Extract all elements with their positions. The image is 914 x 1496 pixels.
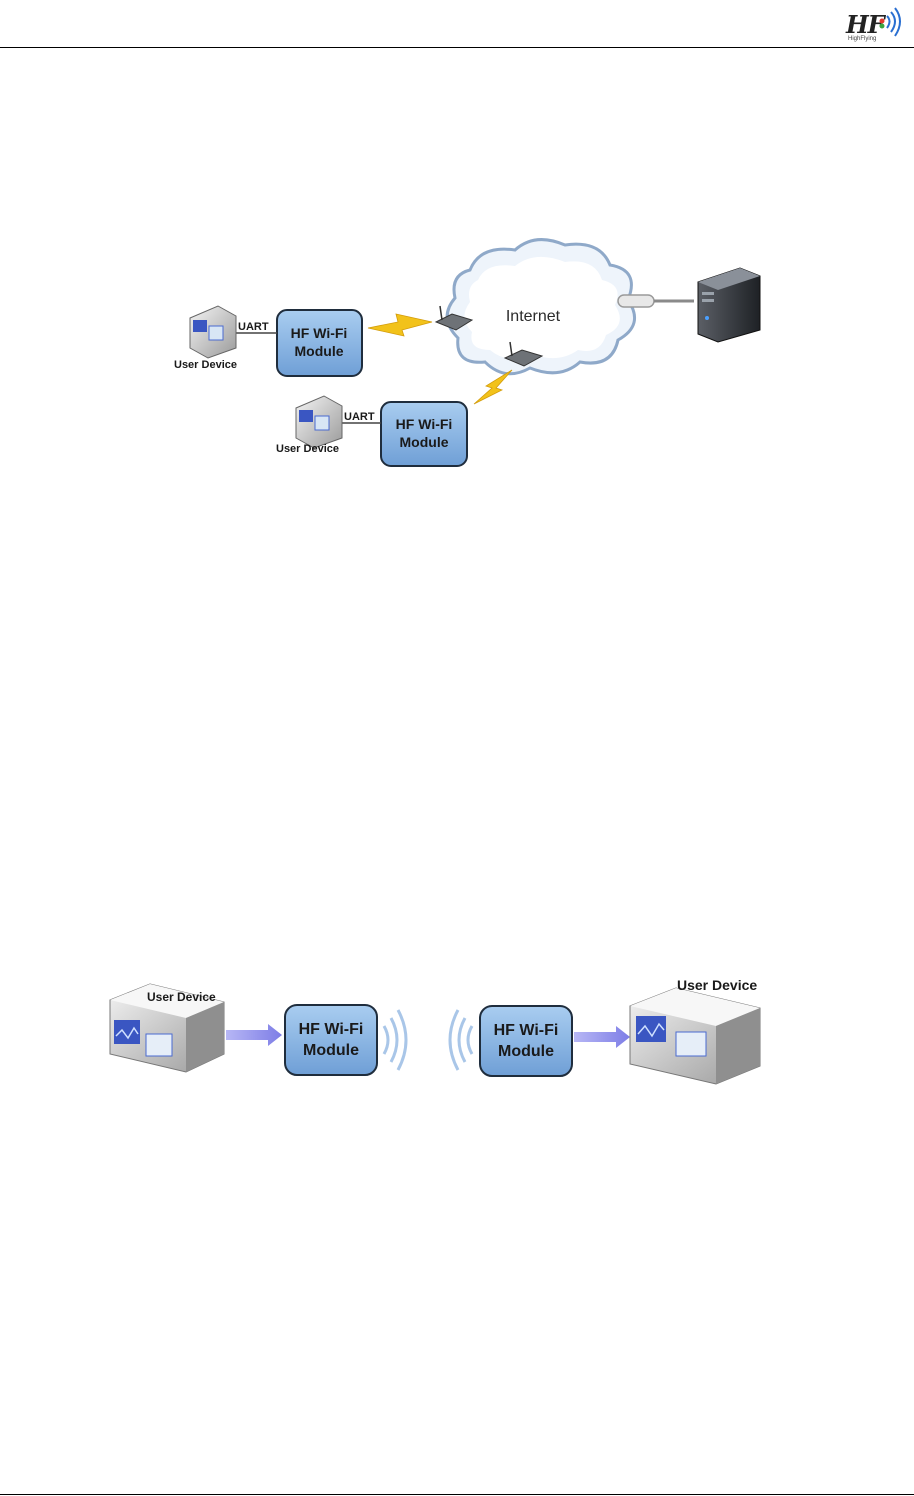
wireless-bolt-icon	[474, 370, 512, 404]
internet-cloud-icon	[447, 240, 634, 374]
arrow-right-icon	[574, 1026, 630, 1048]
user-device-label: User Device	[677, 977, 757, 993]
user-device-icon	[190, 306, 236, 358]
wifi-module-box	[480, 1006, 572, 1076]
module-label-line1: HF Wi-Fi	[396, 416, 453, 432]
module-label-line2: Module	[303, 1042, 359, 1059]
wifi-module-box	[285, 1005, 377, 1075]
wireless-wave-icon	[384, 1010, 406, 1070]
user-device-label: User Device	[276, 443, 339, 455]
uart-label: UART	[238, 321, 269, 333]
module-label-line2: Module	[400, 434, 449, 450]
wireless-bolt-icon	[368, 314, 432, 336]
server-icon	[698, 268, 760, 342]
wireless-wave-icon	[450, 1010, 472, 1070]
cloud-label: Internet	[506, 308, 561, 325]
user-device-label: User Device	[174, 359, 237, 371]
cable-icon	[618, 295, 694, 307]
module-label-line1: HF Wi-Fi	[494, 1022, 559, 1039]
module-label-line1: HF Wi-Fi	[291, 325, 348, 341]
module-label-line1: HF Wi-Fi	[299, 1021, 364, 1038]
uart-label: UART	[344, 411, 375, 423]
user-device-icon	[630, 988, 760, 1084]
arrow-right-icon	[226, 1024, 282, 1046]
footer-rule	[0, 1494, 914, 1495]
module-label-line2: Module	[498, 1043, 554, 1060]
user-device-icon	[296, 396, 342, 448]
user-device-label: User Device	[147, 990, 216, 1004]
module-label-line2: Module	[295, 343, 344, 359]
